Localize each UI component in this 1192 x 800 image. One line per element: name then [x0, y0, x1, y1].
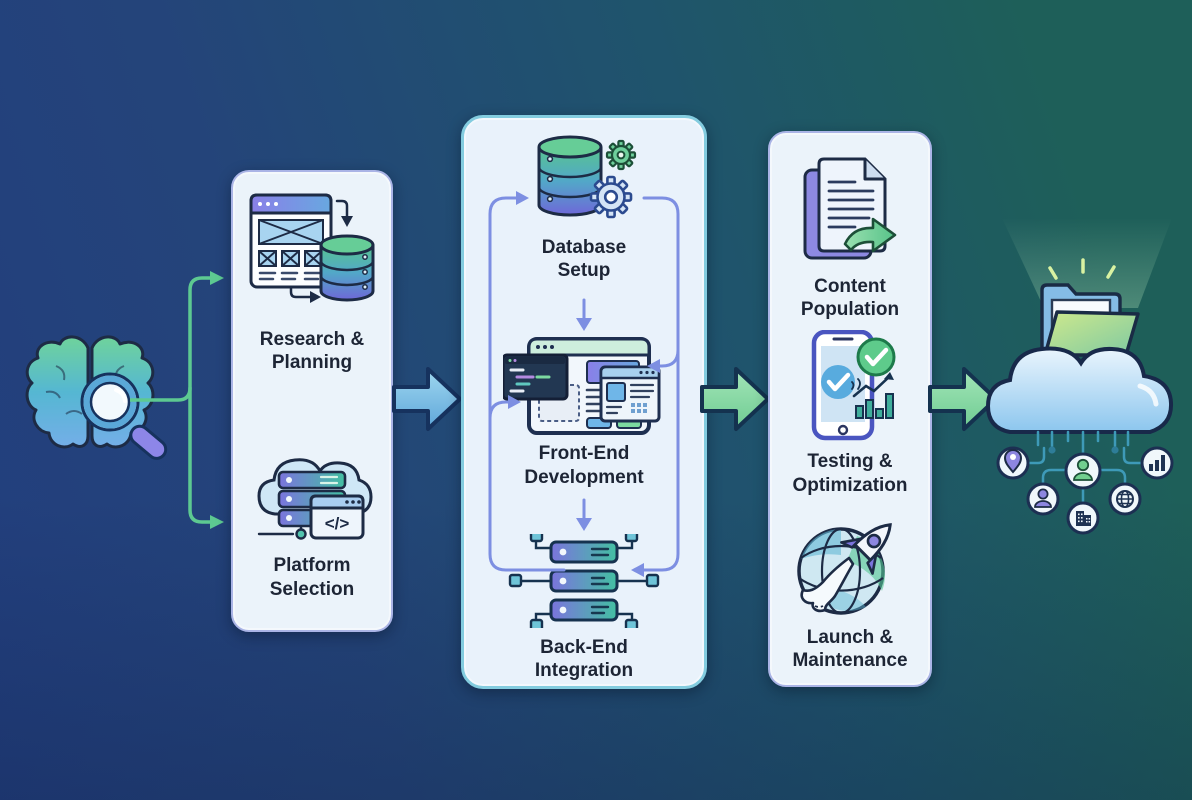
brain-magnifying-glass-icon: [16, 326, 168, 474]
step-label: Platform Selection: [269, 555, 355, 600]
cloud-folder-upload-icon: [980, 140, 1192, 582]
step-label: Research & Planning: [259, 329, 365, 374]
branch-connector: [130, 262, 230, 538]
globe-rocket-icon: [791, 506, 909, 619]
step-label: Content Population: [800, 276, 900, 321]
documents-export-icon: [793, 152, 907, 268]
bar-chart-icon: [1140, 446, 1174, 480]
location-pin-icon: [996, 446, 1030, 480]
globe-icon: [1108, 482, 1142, 516]
mobile-testing-icon: [792, 330, 908, 442]
flow-arrow-green: [928, 361, 1000, 437]
step-label: Front-End Development: [524, 443, 644, 488]
building-icon: [1066, 501, 1100, 535]
svg-text:</>: </>: [325, 514, 350, 533]
down-arrow: [573, 498, 595, 534]
deployment-card: Content Population Testing & Opti: [768, 131, 932, 687]
step-label: Testing & Optimization: [792, 451, 908, 496]
step-label: Back-End Integration: [534, 636, 634, 681]
circuit-lines: [1025, 430, 1143, 506]
step-label: Launch & Maintenance: [792, 626, 908, 671]
browser-windows-icon: [503, 337, 665, 436]
flow-arrow-green: [700, 361, 772, 437]
planning-card: Research & Planning: [231, 170, 393, 632]
cloud-servers-code-icon: </>: [249, 438, 375, 546]
wireframe-database-icon: [249, 187, 375, 323]
down-arrow: [573, 298, 595, 334]
step-label: Database Setup: [541, 237, 627, 282]
user-green-icon: [1064, 452, 1102, 490]
development-card: Database Setup: [461, 115, 707, 689]
server-nodes-icon: [508, 533, 660, 628]
flow-arrow-blue: [392, 361, 464, 437]
database-gears-icon: [525, 131, 643, 233]
user-purple-icon: [1026, 482, 1060, 516]
